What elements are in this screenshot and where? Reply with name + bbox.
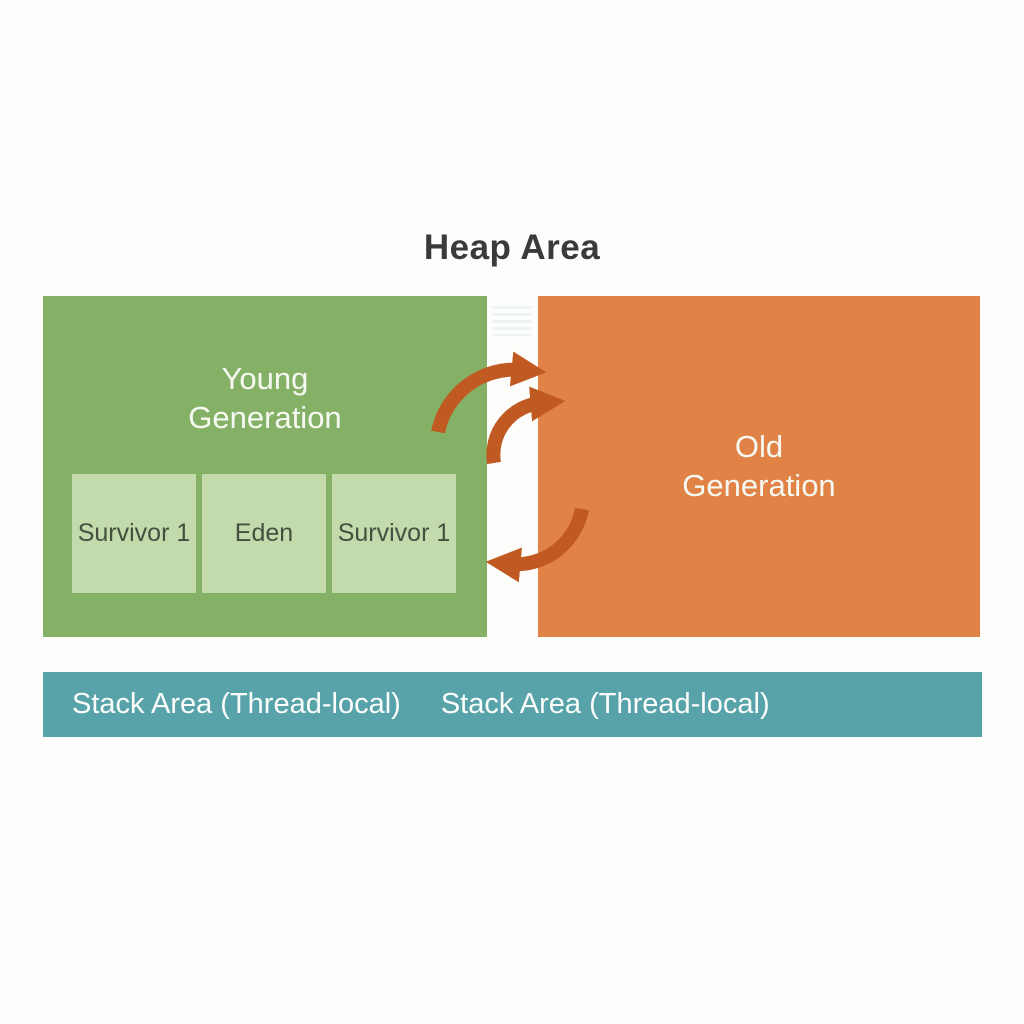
faint-watermark	[492, 306, 532, 336]
young-sub-regions: Survivor 1 Eden Survivor 1	[72, 474, 456, 593]
stack-area-label-left: Stack Area (Thread-local)	[72, 688, 401, 720]
survivor1-right-box: Survivor 1	[332, 474, 456, 593]
heap-area-title: Heap Area	[423, 228, 601, 267]
stack-area-label-right: Stack Area (Thread-local)	[440, 688, 770, 720]
young-to-old-promotion-arrow-lower	[486, 386, 566, 465]
old-generation-label: Old Generation	[682, 428, 836, 503]
young-generation-box: Young Generation Survivor 1 Eden Survivo…	[43, 296, 487, 637]
old-generation-box: Old Generation	[538, 296, 980, 637]
survivor1-left-box: Survivor 1	[72, 474, 196, 593]
eden-box: Eden	[202, 474, 326, 593]
stack-area-bar: Stack Area (Thread-local) Stack Area (Th…	[43, 672, 982, 737]
young-generation-label: Young Generation	[188, 361, 342, 435]
